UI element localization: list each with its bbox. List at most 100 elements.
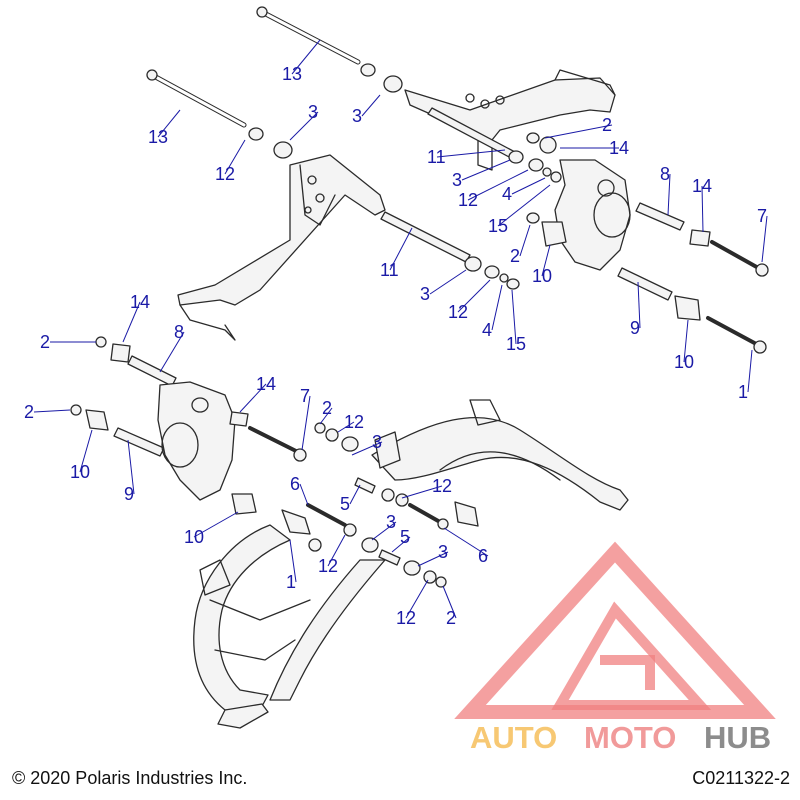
leader-line-c8a [667,173,671,216]
leader-line-c2e [319,407,333,425]
leader-line-c2d [33,409,71,413]
leader-line-c10d [193,511,239,538]
callout-label-c10c: 10 [70,462,90,482]
callout-label-c10d: 10 [184,527,204,547]
callout-label-c2f: 2 [446,608,456,628]
callout-label-c3g: 3 [438,542,448,562]
leader-line-c7b [301,395,311,451]
leader-line-c8b [159,331,185,373]
callout-label-c3c: 3 [452,170,462,190]
washer-4-rear [542,167,552,177]
leader-line-c9a [637,281,641,329]
callout-label-c9b: 9 [124,484,134,504]
nut-12-front [484,265,500,279]
leader-line-c12b [467,169,529,201]
leader-line-c14c [122,301,141,343]
leader-line-c2f [442,585,457,619]
leader-line-c2a [544,124,613,139]
leader-line-c3c [461,159,511,181]
nut-12-center [325,428,339,442]
bolt-7-front [248,426,307,462]
bushing-3-front [464,256,482,272]
bolt-13-upper [256,6,361,65]
watermark-triangle-outer [454,541,776,719]
callout-label-c10a: 10 [532,266,552,286]
leader-line-c10c [79,429,93,473]
callout-label-c3b: 3 [308,102,318,122]
spacer-5-center-b [378,549,401,566]
callout-label-c5a: 5 [340,494,350,514]
leader-line-c14d [239,383,267,413]
leader-line-c13a [291,39,321,75]
leader-line-c12d [337,421,355,433]
callout-label-c2d: 2 [24,402,34,422]
callout-label-c4b: 4 [482,320,492,340]
nut-12-center-b [381,488,395,502]
nut-2-front-a [95,336,107,348]
callout-label-c3f: 3 [386,512,396,532]
pin-8-rear [635,202,685,231]
bushing-10-rear-b [674,295,701,321]
leader-line-c12f [327,534,346,567]
bushing-14-rear-a [539,136,557,154]
nut-2-center-b [435,576,447,588]
callout-label-c11b: 11 [380,260,399,280]
callout-label-c14b: 14 [692,176,712,196]
watermark-text-auto: AUTO [470,720,557,755]
leader-line-c10a [541,244,551,277]
nut-12-rear [528,158,544,172]
callout-label-c1b: 1 [286,572,296,592]
nut-12-upper-a [360,63,376,77]
leader-line-c5b [391,536,411,553]
nut-2-rear-b [526,212,540,224]
leader-line-c5a [349,484,361,505]
leader-line-c4a [511,177,546,195]
callout-label-c12e: 12 [432,476,452,496]
upper-control-arm-front [177,154,386,341]
callout-label-c13b: 13 [148,127,168,147]
bolt-7-rear [710,240,769,277]
callout-label-c6a: 6 [290,474,300,494]
washer-4-front [499,273,509,283]
callout-label-c12a: 12 [215,164,235,184]
callout-label-c4a: 4 [502,184,512,204]
nut-12-center-c [395,493,409,507]
leader-line-c15a [497,184,551,227]
callout-label-c14c: 14 [130,292,150,312]
callout-label-c3d: 3 [420,284,430,304]
lower-control-arm-front [193,524,386,729]
callout-label-c14d: 14 [256,374,276,394]
drawing-code: C0211322-2 [692,768,790,788]
pin-8-front [127,355,177,387]
leader-line-c3d [429,269,467,295]
bushing-3-center-a [341,436,359,452]
watermark-triangle-inner [551,601,712,710]
callout-label-c6b: 6 [478,546,488,566]
watermark-triangle-hook [600,655,655,690]
leader-line-c1b [289,539,297,583]
leader-line-c9b [127,439,135,495]
callout-label-c3e: 3 [372,432,382,452]
leader-line-c12g [405,579,429,619]
callout-label-c8a: 8 [660,164,670,184]
leader-line-c3f [371,521,397,541]
leader-line-c11a [436,149,506,158]
leader-line-c6a [299,483,309,506]
leader-line-c12e [401,485,443,499]
leader-line-c4b [491,284,503,331]
bushing-3-rear [508,150,524,164]
callout-label-c3a: 3 [352,106,362,126]
copyright-text: © 2020 Polaris Industries Inc. [12,768,248,788]
watermark-logo: AUTO MOTO HUB [454,541,776,755]
nut-2-center [314,422,326,434]
nut-2-rear-a [526,132,540,144]
bolt-6-front [306,503,347,527]
leader-line-c6b [443,527,489,557]
watermark-text-hub: HUB [704,720,771,755]
bushing-3-upper-b [273,141,293,159]
shock-mount-center [454,501,479,527]
callout-label-c2e: 2 [322,398,332,418]
callout-label-c7a: 7 [757,206,767,226]
callout-label-c14a: 14 [609,138,629,158]
leader-line-c2b [519,224,531,257]
